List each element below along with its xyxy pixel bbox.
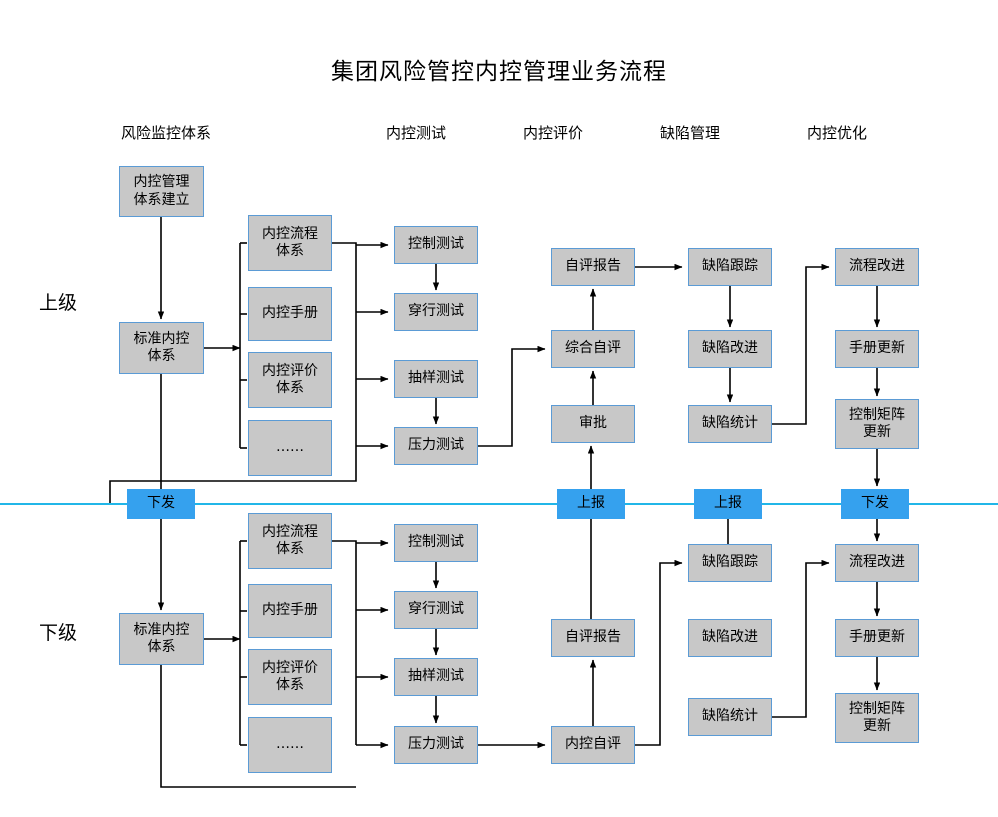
divider-box-label: 上报 xyxy=(714,495,742,512)
divider-box-report-defect[interactable]: 上报 xyxy=(694,489,762,519)
node-defect-improvement-upper[interactable]: 缺陷改进 xyxy=(688,330,772,368)
node-label: 缺陷统计 xyxy=(702,415,758,432)
node-label: 内控手册 xyxy=(262,305,318,322)
node-sampling-test-upper[interactable]: 抽样测试 xyxy=(394,360,478,398)
node-label: 压力测试 xyxy=(408,437,464,454)
node-process-improvement-upper[interactable]: 流程改进 xyxy=(835,248,919,286)
node-label: 缺陷跟踪 xyxy=(702,258,758,275)
swimlane-label-upper: 上级 xyxy=(38,292,77,314)
node-label: 压力测试 xyxy=(408,736,464,753)
node-label: …… xyxy=(276,736,304,753)
node-control-matrix-update-lower[interactable]: 控制矩阵更新 xyxy=(835,693,919,743)
column-header-internal-control-optimization: 内控优化 xyxy=(806,124,867,142)
node-stress-test-upper[interactable]: 压力测试 xyxy=(394,427,478,465)
node-self-assessment-report-lower[interactable]: 自评报告 xyxy=(551,619,635,657)
node-ic-manual-upper[interactable]: 内控手册 xyxy=(248,287,332,341)
node-label: 流程改进 xyxy=(849,258,905,275)
node-standard-internal-control-system-upper[interactable]: 标准内控体系 xyxy=(119,322,204,374)
node-control-test-lower[interactable]: 控制测试 xyxy=(394,524,478,562)
node-label: 穿行测试 xyxy=(408,601,464,618)
node-label: 控制测试 xyxy=(408,236,464,253)
node-label: 控制矩阵更新 xyxy=(849,700,905,735)
node-ellipsis-lower[interactable]: …… xyxy=(248,717,332,773)
node-label: 缺陷改进 xyxy=(702,340,758,357)
column-header-internal-control-test: 内控测试 xyxy=(385,124,446,142)
node-defect-improvement-lower[interactable]: 缺陷改进 xyxy=(688,619,772,657)
node-label: 标准内控体系 xyxy=(133,330,190,365)
node-process-improvement-lower[interactable]: 流程改进 xyxy=(835,544,919,582)
node-defect-tracking-lower[interactable]: 缺陷跟踪 xyxy=(688,544,772,582)
node-label: 手册更新 xyxy=(849,340,905,357)
node-walkthrough-test-upper[interactable]: 穿行测试 xyxy=(394,293,478,331)
node-label: 抽样测试 xyxy=(408,370,464,387)
divider-box-distribute-right[interactable]: 下发 xyxy=(841,489,909,519)
node-ic-evaluation-system-upper[interactable]: 内控评价体系 xyxy=(248,352,332,408)
node-label: 缺陷统计 xyxy=(702,708,758,725)
column-header-risk-monitoring: 风险监控体系 xyxy=(120,124,211,142)
node-label: 自评报告 xyxy=(565,629,621,646)
node-sampling-test-lower[interactable]: 抽样测试 xyxy=(394,658,478,696)
divider-box-label: 上报 xyxy=(577,495,605,512)
node-stress-test-lower[interactable]: 压力测试 xyxy=(394,726,478,764)
node-label: 内控管理体系建立 xyxy=(133,174,190,208)
node-label: 手册更新 xyxy=(849,629,905,646)
node-label: 内控流程体系 xyxy=(262,225,318,260)
node-defect-statistics-upper[interactable]: 缺陷统计 xyxy=(688,405,772,443)
swimlane-label-lower: 下级 xyxy=(38,622,77,644)
node-ic-process-system-lower[interactable]: 内控流程体系 xyxy=(248,513,332,569)
node-label: 自评报告 xyxy=(565,258,621,275)
node-label: 抽样测试 xyxy=(408,668,464,685)
divider-box-label: 下发 xyxy=(861,495,889,512)
node-defect-tracking-upper[interactable]: 缺陷跟踪 xyxy=(688,248,772,286)
node-ic-manual-lower[interactable]: 内控手册 xyxy=(248,584,332,638)
node-ic-evaluation-system-lower[interactable]: 内控评价体系 xyxy=(248,649,332,705)
column-header-internal-control-evaluation: 内控评价 xyxy=(522,124,583,142)
node-control-test-upper[interactable]: 控制测试 xyxy=(394,226,478,264)
node-label: 内控手册 xyxy=(262,602,318,619)
node-internal-control-self-assessment[interactable]: 内控自评 xyxy=(551,726,635,764)
node-manual-update-lower[interactable]: 手册更新 xyxy=(835,619,919,657)
node-label: 流程改进 xyxy=(849,554,905,571)
node-label: 控制矩阵更新 xyxy=(849,406,905,441)
node-label: 内控评价体系 xyxy=(262,362,318,397)
node-label: 内控评价体系 xyxy=(262,659,318,694)
node-label: 综合自评 xyxy=(565,340,621,357)
divider-box-distribute-left[interactable]: 下发 xyxy=(127,489,195,519)
node-manual-update-upper[interactable]: 手册更新 xyxy=(835,330,919,368)
node-walkthrough-test-lower[interactable]: 穿行测试 xyxy=(394,591,478,629)
divider-box-label: 下发 xyxy=(147,495,175,512)
node-label: 穿行测试 xyxy=(408,303,464,320)
node-approval[interactable]: 审批 xyxy=(551,405,635,443)
node-internal-control-system-establish[interactable]: 内控管理体系建立 xyxy=(119,166,204,217)
node-self-assessment-report-upper[interactable]: 自评报告 xyxy=(551,248,635,286)
node-label: 内控自评 xyxy=(565,736,621,753)
column-header-defect-management: 缺陷管理 xyxy=(659,124,720,142)
node-comprehensive-self-assessment[interactable]: 综合自评 xyxy=(551,330,635,368)
node-ellipsis-upper[interactable]: …… xyxy=(248,420,332,476)
node-label: 缺陷改进 xyxy=(702,629,758,646)
page-title: 集团风险管控内控管理业务流程 xyxy=(331,59,667,85)
swimlane-divider-line xyxy=(0,503,998,505)
node-standard-internal-control-system-lower[interactable]: 标准内控体系 xyxy=(119,613,204,665)
node-ic-process-system-upper[interactable]: 内控流程体系 xyxy=(248,215,332,271)
node-label: 缺陷跟踪 xyxy=(702,554,758,571)
node-label: 标准内控体系 xyxy=(133,621,190,656)
node-defect-statistics-lower[interactable]: 缺陷统计 xyxy=(688,698,772,736)
node-label: 审批 xyxy=(579,415,607,432)
node-label: 内控流程体系 xyxy=(262,523,318,558)
divider-box-report-evaluation[interactable]: 上报 xyxy=(557,489,625,519)
node-label: 控制测试 xyxy=(408,534,464,551)
node-control-matrix-update-upper[interactable]: 控制矩阵更新 xyxy=(835,399,919,449)
node-label: …… xyxy=(276,439,304,456)
